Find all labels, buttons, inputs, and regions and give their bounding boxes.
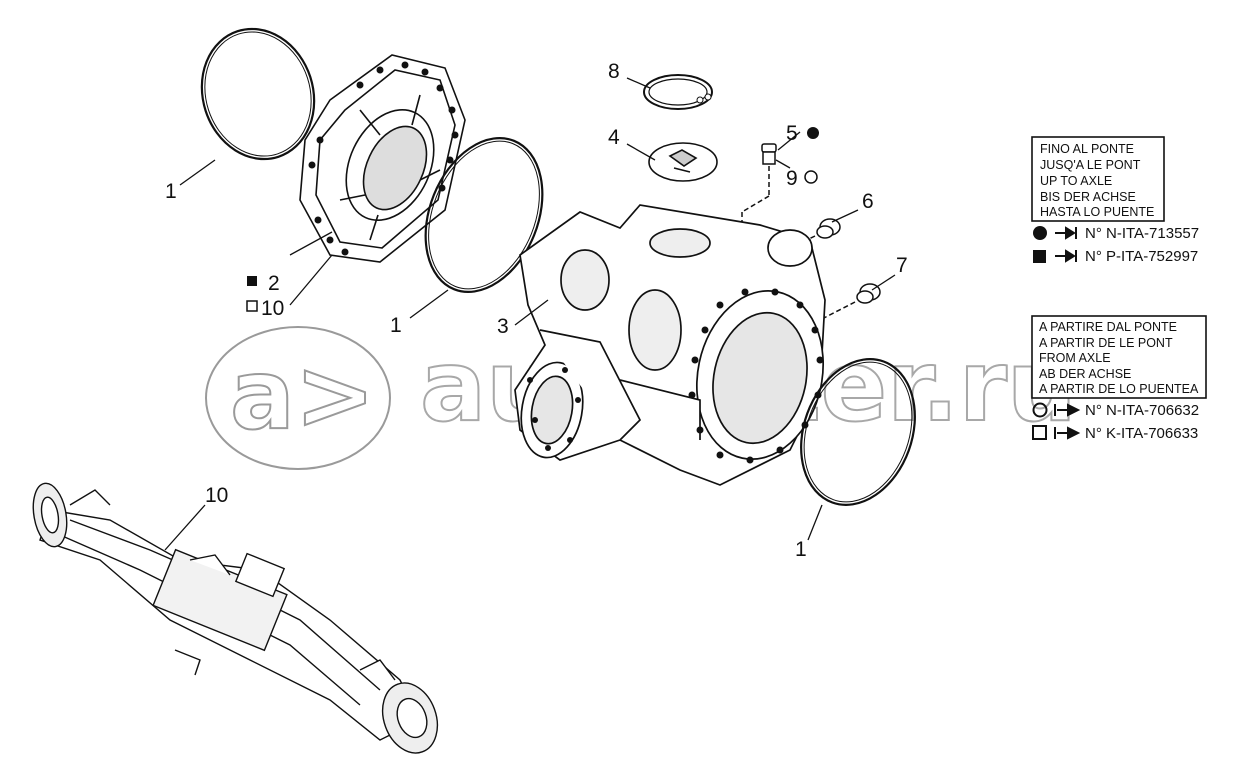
stop-arrow-icon xyxy=(1054,403,1081,417)
ref-text-1: N° N-ITA-713557 xyxy=(1085,225,1199,242)
box-from-line-4: AB DER ACHSE xyxy=(1039,367,1131,381)
box-from-axle: A PARTIRE DAL PONTE A PARTIR DE LE PONT … xyxy=(1031,315,1207,399)
callout-7: 7 xyxy=(896,254,908,277)
callout-10-cover: 10 xyxy=(261,297,284,320)
callout-9: 9 xyxy=(786,167,798,190)
callout-1-middle: 1 xyxy=(390,314,402,337)
seal-ring-middle xyxy=(424,137,544,293)
open-square-icon xyxy=(246,300,258,312)
box-up-line-2: JUSQ'A LE PONT xyxy=(1040,158,1141,172)
ref-text-2: N° P-ITA-752997 xyxy=(1085,248,1198,265)
box-from-line-1: A PARTIRE DAL PONTE xyxy=(1039,320,1177,334)
callout-4: 4 xyxy=(608,126,620,149)
seal-ring-right xyxy=(800,358,916,506)
stop-arrow-icon xyxy=(1054,426,1081,440)
axle-assembly xyxy=(32,482,439,754)
watermark-logo-oval xyxy=(205,326,391,470)
ref-text-4: N° K-ITA-706633 xyxy=(1085,425,1198,442)
callouts: 1 1 1 2 10 3 4 5 6 7 8 9 10 xyxy=(165,60,908,561)
callout-6: 6 xyxy=(862,190,874,213)
ref-row-1: N° N-ITA-713557 xyxy=(1033,225,1199,242)
ref-row-4: N° K-ITA-706633 xyxy=(1032,425,1198,442)
seal-ring-left xyxy=(200,27,316,161)
callout-2: 2 xyxy=(268,272,280,295)
arrow-stop-icon xyxy=(1055,226,1077,240)
cap-disc xyxy=(648,142,718,182)
plug-6 xyxy=(789,218,841,249)
box-up-line-4: BIS DER ACHSE xyxy=(1040,190,1136,204)
open-circle-icon xyxy=(1032,402,1048,418)
callout-3: 3 xyxy=(497,315,509,338)
filled-circle-icon xyxy=(1033,226,1047,240)
watermark-logo: a> xyxy=(230,339,375,451)
filled-circle-icon xyxy=(807,127,819,139)
ref-row-3: N° N-ITA-706632 xyxy=(1032,402,1199,419)
callout-1-left: 1 xyxy=(165,180,177,203)
ref-row-2: N° P-ITA-752997 xyxy=(1033,248,1198,265)
snap-ring xyxy=(643,74,713,110)
box-up-to-axle: FINO AL PONTE JUSQ'A LE PONT UP TO AXLE … xyxy=(1031,136,1165,222)
callout-5: 5 xyxy=(786,122,798,145)
box-from-line-5: A PARTIR DE LO PUENTEA xyxy=(1039,382,1199,396)
plug-7 xyxy=(819,283,881,321)
box-up-line-1: FINO AL PONTE xyxy=(1040,142,1134,156)
callout-1-right: 1 xyxy=(795,538,807,561)
cover-plate xyxy=(299,54,466,263)
filled-square-icon xyxy=(247,276,257,286)
box-up-line-5: HASTA LO PUENTE xyxy=(1040,205,1154,219)
callout-8: 8 xyxy=(608,60,620,83)
box-from-line-2: A PARTIR DE LE PONT xyxy=(1039,336,1173,350)
leader-lines xyxy=(164,77,896,551)
box-up-line-3: UP TO AXLE xyxy=(1040,174,1112,188)
open-circle-icon xyxy=(804,170,818,184)
open-square-icon xyxy=(1032,425,1047,440)
box-from-line-3: FROM AXLE xyxy=(1039,351,1111,365)
axle-housing xyxy=(514,204,826,486)
filled-square-icon xyxy=(1033,250,1046,263)
callout-10-axle: 10 xyxy=(205,484,228,507)
arrow-stop-icon xyxy=(1055,249,1077,263)
ref-text-3: N° N-ITA-706632 xyxy=(1085,402,1199,419)
